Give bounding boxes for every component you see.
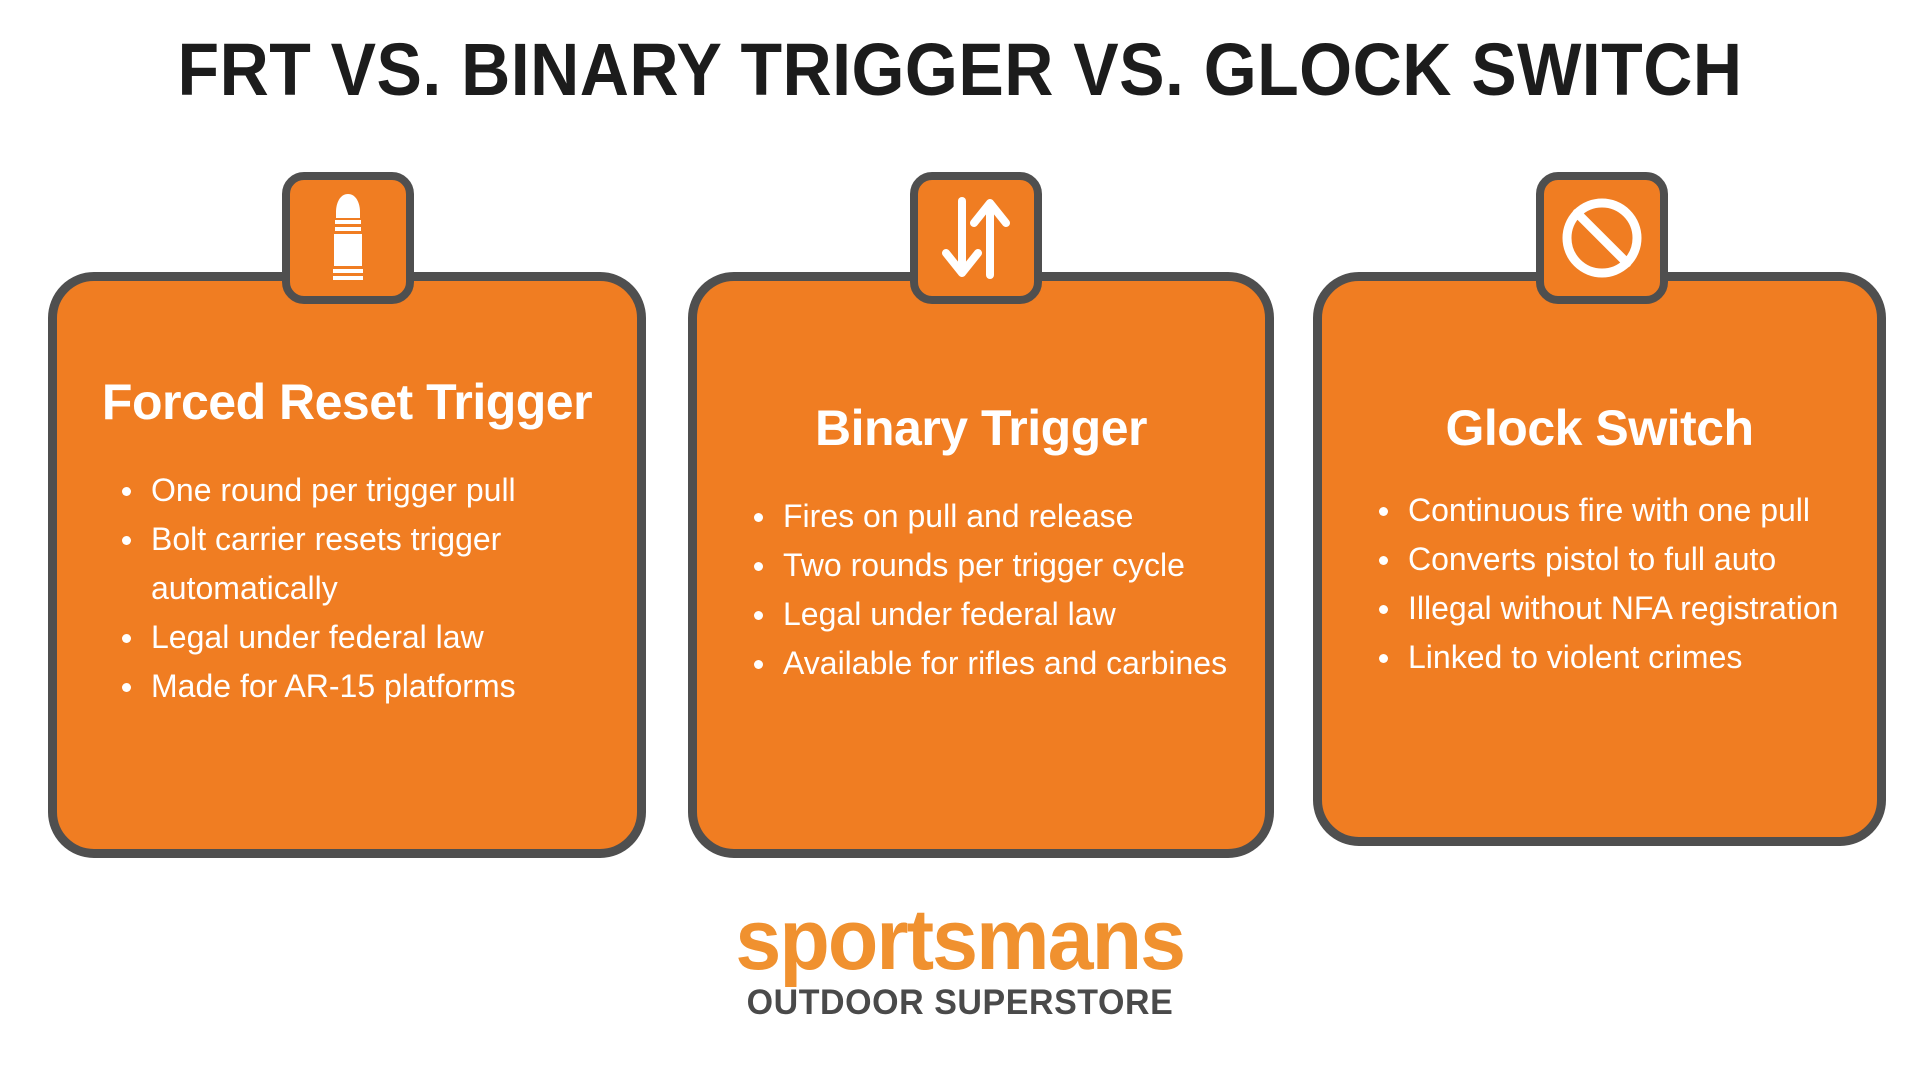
- brand-logo: sportsmans OUTDOOR SUPERSTORE: [0, 892, 1920, 1024]
- list-item: Available for rifles and carbines: [749, 639, 1235, 688]
- logo-tagline-wrap: OUTDOOR SUPERSTORE: [0, 980, 1920, 1024]
- list-item: Legal under federal law: [117, 613, 607, 662]
- card-binary-trigger: Binary Trigger Fires on pull and release…: [688, 272, 1274, 858]
- card-heading: Forced Reset Trigger: [101, 374, 593, 430]
- list-item: Continuous fire with one pull: [1374, 486, 1847, 535]
- card-heading: Glock Switch: [1445, 400, 1754, 456]
- logo-wordmark: sportsmans: [735, 892, 1187, 988]
- card-icon-badge-forced-reset-trigger: [282, 172, 414, 304]
- card-icon-badge-binary-trigger: [910, 172, 1042, 304]
- list-item: Two rounds per trigger cycle: [749, 541, 1235, 590]
- list-item: Converts pistol to full auto: [1374, 535, 1847, 584]
- list-item: Illegal without NFA registration: [1374, 584, 1847, 633]
- card-icon-badge-glock-switch: [1536, 172, 1668, 304]
- card-heading: Binary Trigger: [815, 400, 1148, 456]
- card-glock-switch: Glock Switch Continuous fire with one pu…: [1313, 272, 1886, 846]
- list-item: Fires on pull and release: [749, 492, 1235, 541]
- bullet-cartridge-icon: [319, 192, 377, 284]
- page-title: FRT VS. BINARY TRIGGER VS. GLOCK SWITCH: [177, 28, 1743, 111]
- card-bullet-list: Fires on pull and release Two rounds per…: [723, 492, 1239, 688]
- list-item: One round per trigger pull: [117, 466, 607, 515]
- card-bullet-list: Continuous fire with one pull Converts p…: [1348, 486, 1851, 682]
- prohibited-icon: [1559, 195, 1645, 281]
- card-bullet-list: One round per trigger pull Bolt carrier …: [83, 466, 611, 711]
- logo-tagline: OUTDOOR SUPERSTORE: [746, 983, 1174, 1022]
- list-item: Linked to violent crimes: [1374, 633, 1847, 682]
- list-item: Made for AR-15 platforms: [117, 662, 607, 711]
- list-item: Legal under federal law: [749, 590, 1235, 639]
- list-item: Bolt carrier resets trigger automaticall…: [117, 515, 607, 613]
- logo-wordmark-wrap: sportsmans: [0, 892, 1920, 988]
- up-down-arrows-icon: [940, 195, 1012, 281]
- card-forced-reset-trigger: Forced Reset Trigger One round per trigg…: [48, 272, 646, 858]
